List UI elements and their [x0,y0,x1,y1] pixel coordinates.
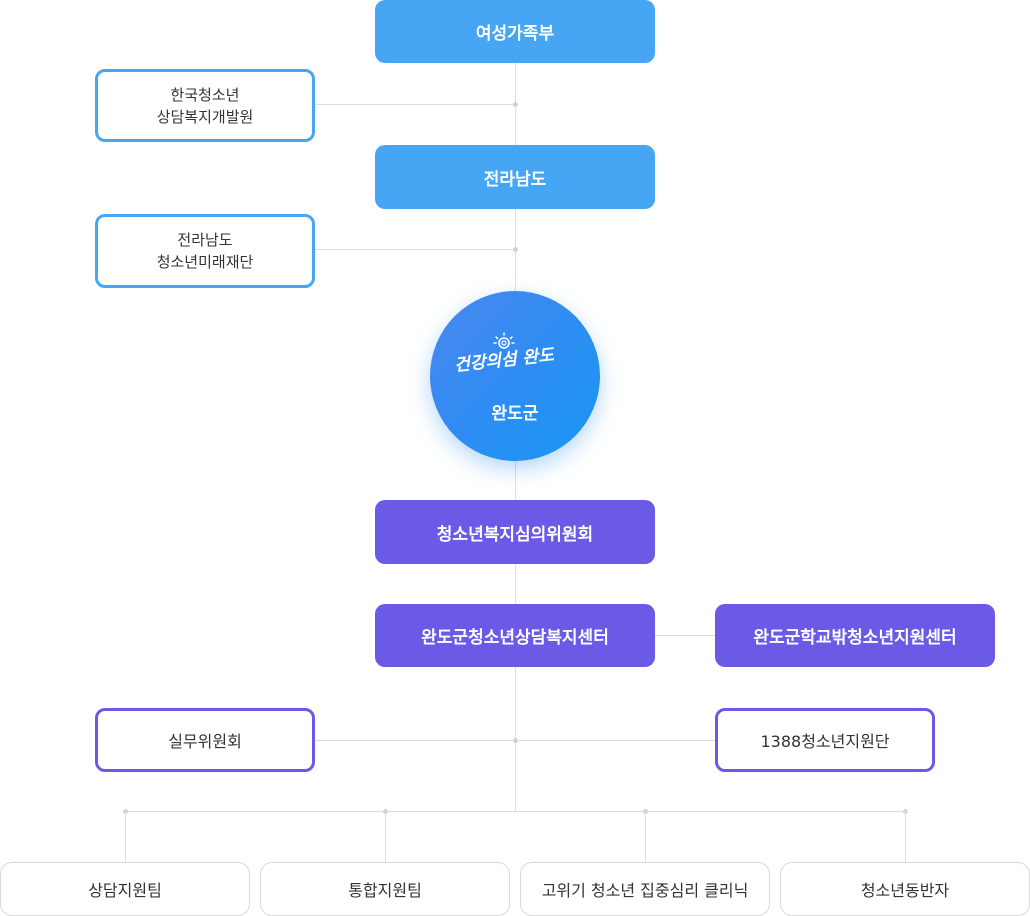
foundation-label-line2: 청소년미래재단 [156,253,254,271]
sun-icon [493,332,515,349]
county-circle: 건강의섬 완도 완도군 [430,291,600,461]
teams-horizontal-connector [125,811,906,812]
foundation-node: 전라남도 청소년미래재단 [95,214,315,288]
team-integrated-support: 통합지원팀 [260,862,510,916]
dropout-center-node: 완도군학교밖청소년지원센터 [715,604,995,667]
connector-dot [513,247,518,252]
connector-foundation [313,249,515,250]
team-youth-companion: 청소년동반자 [780,862,1030,916]
connector-dot [513,738,518,743]
foundation-label-line1: 전라남도 [177,231,233,249]
connector-support-group [515,740,717,741]
connector-kyci [313,104,515,105]
team-high-risk-clinic: 고위기 청소년 집중심리 클리닉 [520,862,770,916]
support-group-node: 1388청소년지원단 [715,708,935,772]
working-committee-node: 실무위원회 [95,708,315,772]
ministry-node: 여성가족부 [375,0,655,63]
team-drop-line [645,811,646,863]
province-node: 전라남도 [375,145,655,209]
counseling-center-node: 완도군청소년상담복지센터 [375,604,655,667]
connector-working-committee [313,740,515,741]
team-counseling-support: 상담지원팀 [0,862,250,916]
team-drop-line [385,811,386,863]
team-drop-line [125,811,126,863]
committee-node: 청소년복지심의위원회 [375,500,655,564]
kyci-node: 한국청소년 상담복지개발원 [95,69,315,142]
county-label: 완도군 [491,404,539,424]
connector-dropout-center [654,635,716,636]
team-drop-line [905,811,906,863]
connector-dot [513,102,518,107]
kyci-label-line2: 상담복지개발원 [156,107,254,126]
kyci-label-line1: 한국청소년 [170,85,240,104]
county-logo-text: 건강의섬 완도 [453,345,556,375]
county-logo: 건강의섬 완도 [453,332,556,376]
